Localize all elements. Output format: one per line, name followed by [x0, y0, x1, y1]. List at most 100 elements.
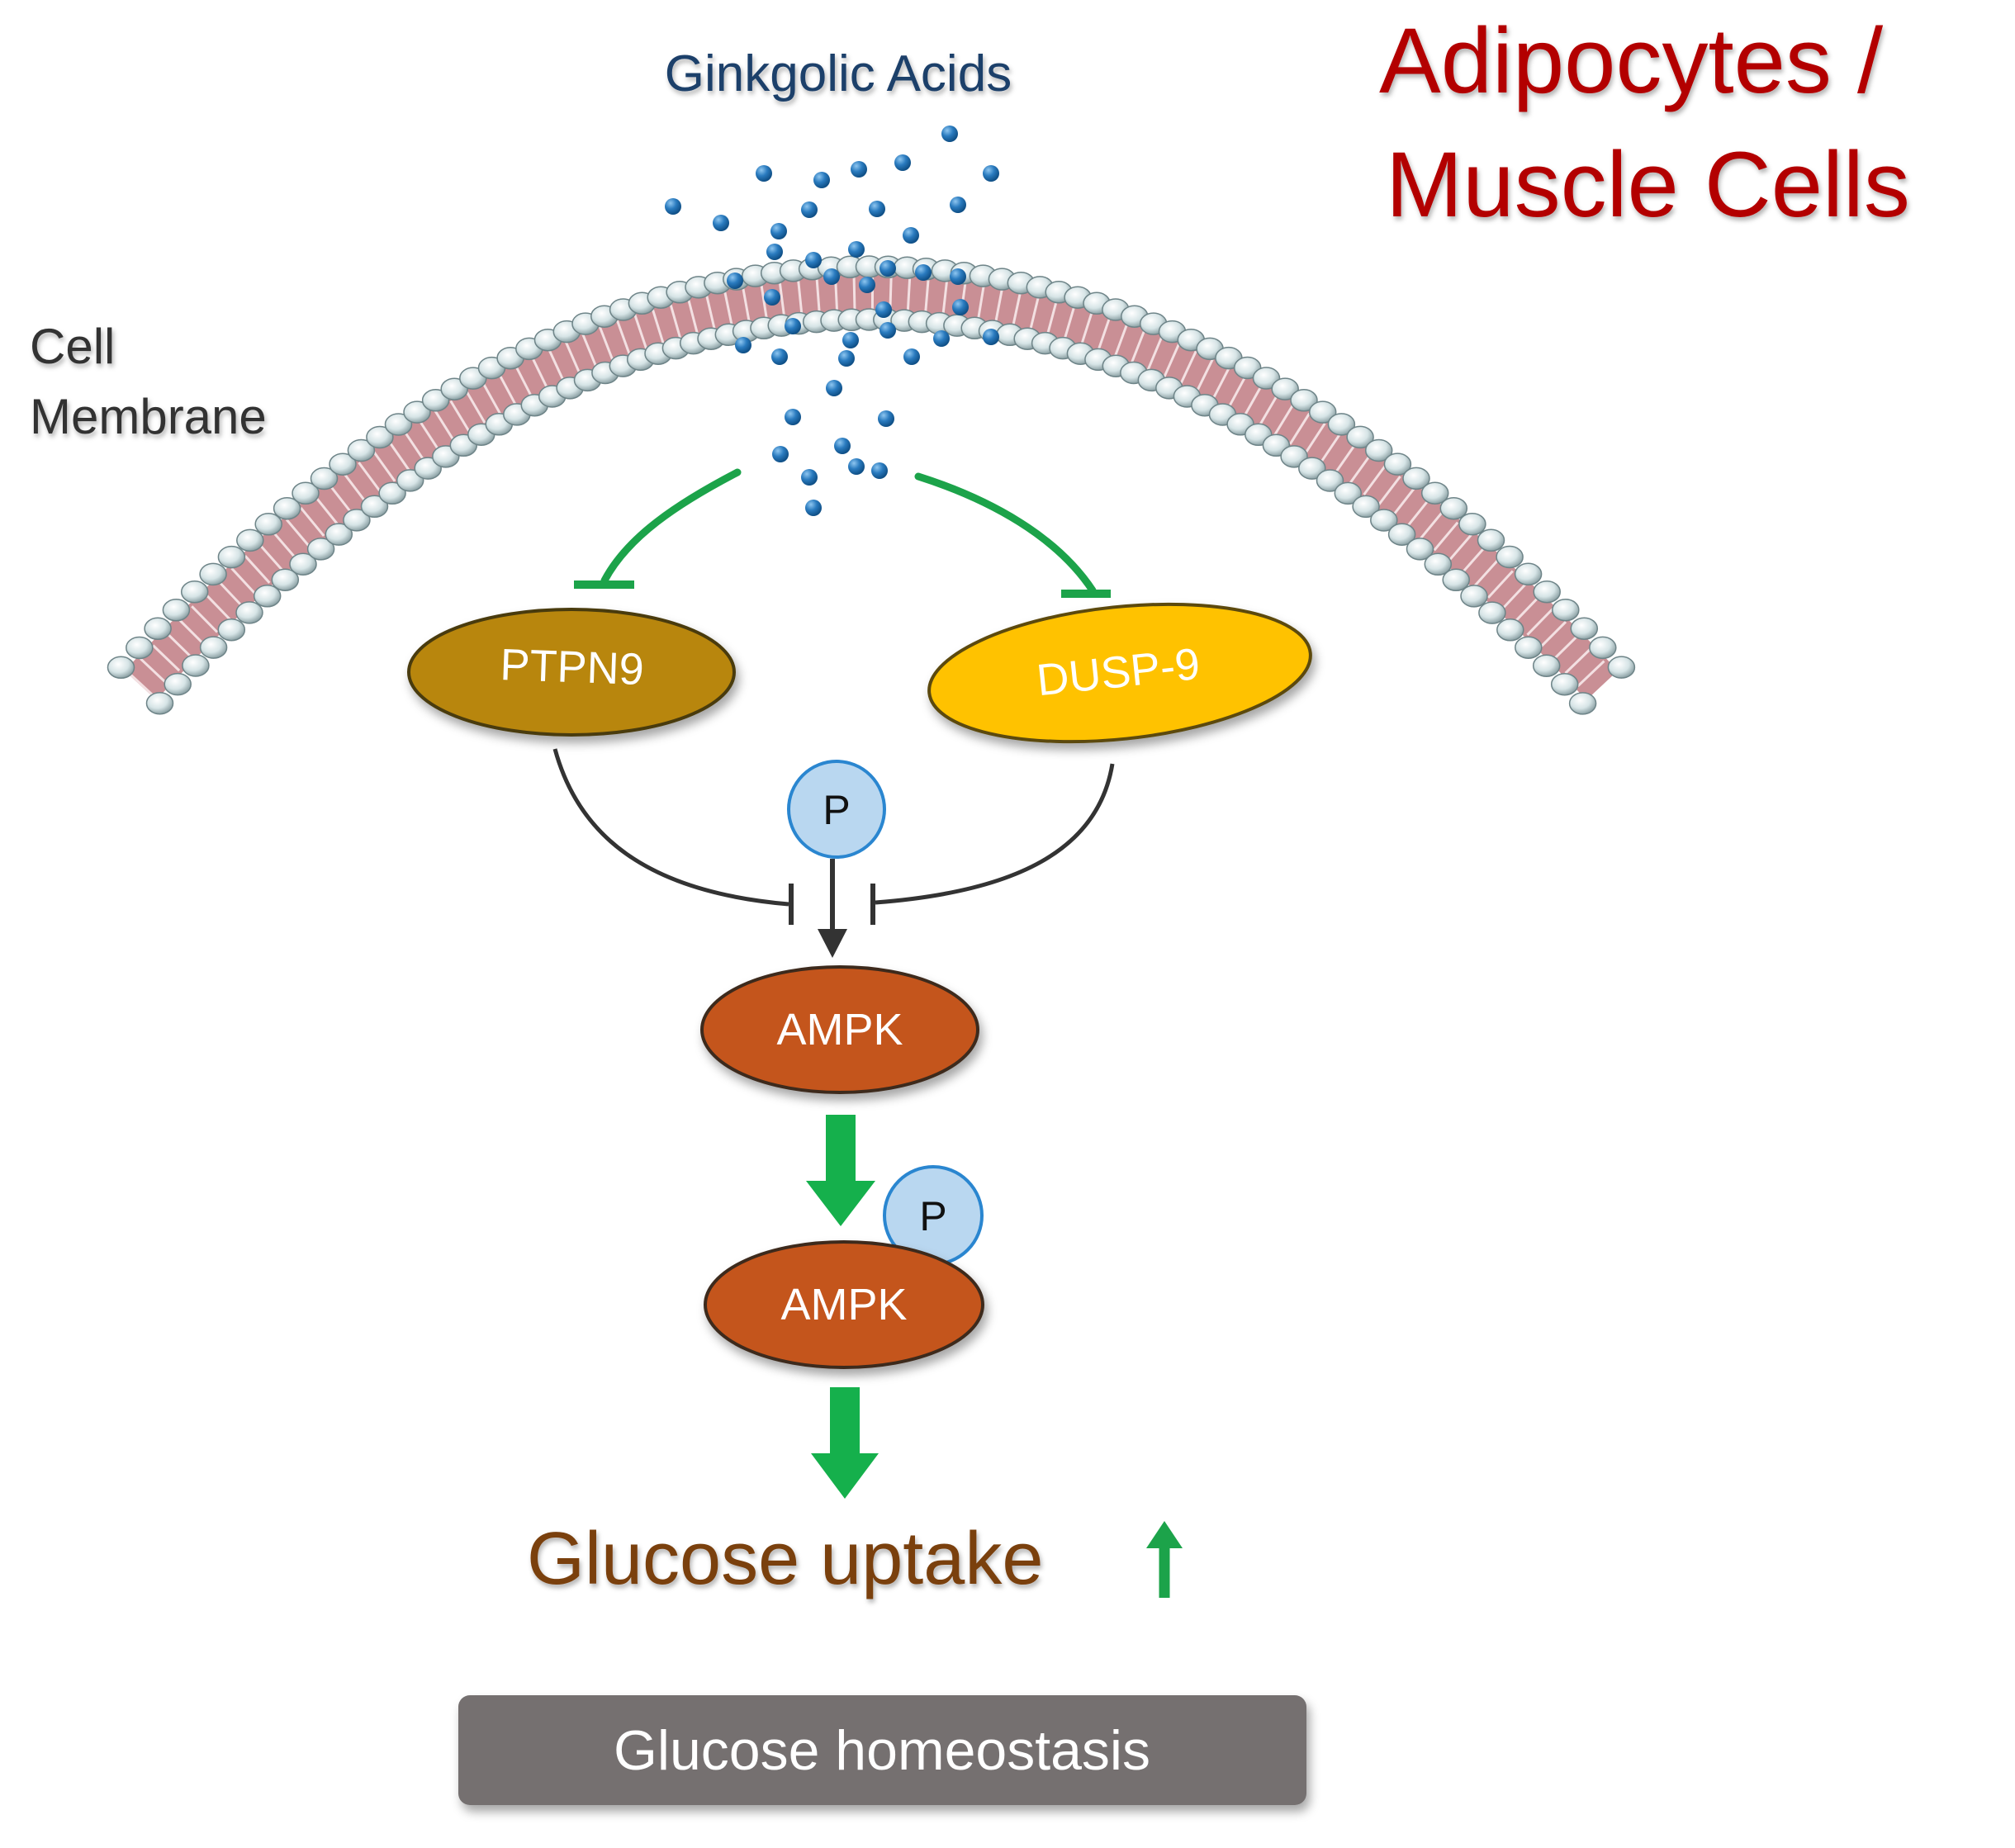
cell-membrane-label-line-1: Cell	[30, 319, 115, 374]
phospholipid-head	[1533, 580, 1561, 604]
phospholipid-head	[1370, 509, 1398, 532]
ginkgolic-acid-molecules	[665, 126, 999, 516]
phosphate-top-label: P	[823, 787, 850, 833]
phospholipid-head	[1496, 618, 1524, 642]
phospholipid-head	[1402, 467, 1430, 490]
phospholipid-head	[1327, 413, 1356, 436]
phospholipid-head	[1458, 512, 1486, 536]
phospholipid-head	[273, 496, 301, 520]
phospholipid-head	[1352, 495, 1380, 519]
phospholipid-head	[217, 545, 246, 569]
ginkgolic-acid-molecule	[770, 223, 787, 239]
phospholipid-head	[1424, 552, 1453, 576]
ptpn9-node	[407, 608, 736, 737]
ginkgolic-acid-molecule	[903, 227, 919, 244]
phospholipid-head	[235, 601, 263, 624]
ginkgolic-acid-molecule	[834, 438, 851, 454]
increase-arrow-icon	[1146, 1521, 1183, 1598]
ginkgolic-acid-molecule	[894, 154, 911, 171]
ginkgolic-acid-molecule	[915, 264, 932, 281]
ginkgolic-acid-molecule	[801, 201, 818, 218]
membrane-lipid-tails	[124, 272, 1618, 700]
phospholipid-head	[1406, 538, 1434, 561]
phospholipid-head	[1460, 585, 1488, 608]
phosphorylated-ampk-node	[704, 1240, 984, 1369]
phospholipid-head	[360, 495, 389, 519]
ginkgolic-acid-molecule	[665, 198, 681, 215]
phosphate-bottom-label: P	[919, 1193, 946, 1239]
glucose-uptake-label: Glucose uptake	[527, 1518, 1043, 1600]
ginkgolic-acid-molecule	[764, 289, 780, 306]
phospholipid-head	[1298, 457, 1326, 480]
ginkgolic-acid-molecule	[785, 409, 801, 425]
ginkgolic-acid-molecule	[771, 348, 788, 365]
ginkgolic-acid-molecule	[952, 299, 969, 315]
phospholipid-head	[1589, 636, 1617, 660]
ginkgolic-acid-molecule	[805, 500, 822, 516]
membrane-phospholipid-heads	[107, 255, 1636, 715]
phospholipid-head	[310, 467, 339, 490]
phospholipid-head	[1364, 438, 1393, 462]
phospholipid-head	[366, 425, 394, 449]
phospholipid-head	[182, 654, 210, 677]
ampk-node	[700, 965, 979, 1094]
cell-membrane-label-line-2: Membrane	[30, 389, 267, 444]
cell-type-title: Adipocytes / Muscle Cells	[1379, 9, 1910, 236]
phospholipid-head	[1442, 568, 1470, 592]
ginkgolic-acid-molecule	[823, 268, 840, 285]
phospholipid-head	[144, 617, 172, 641]
ginkgolic-acid-molecule	[871, 462, 888, 479]
phospholipid-head	[378, 481, 406, 505]
ginkgolic-acid-molecule	[848, 458, 865, 475]
activation-arrow-1	[806, 1115, 875, 1226]
ginkgolic-acid-molecule	[878, 410, 894, 427]
ginkgolic-acid-molecule	[903, 348, 920, 365]
glucose-homeostasis-box	[458, 1695, 1306, 1805]
phospholipid-head	[325, 523, 353, 546]
phospholipid-head	[199, 562, 227, 586]
ginkgolic-acid-molecule	[879, 322, 896, 339]
phospholipid-head	[421, 389, 450, 412]
ginkgolic-acid-molecule	[805, 252, 822, 268]
phosphorylation-arrow	[818, 859, 847, 958]
ginkgolic-acid-molecule	[933, 330, 950, 347]
inhibition-to-dusp9	[914, 472, 1111, 598]
phospholipid-head	[271, 568, 300, 591]
dusp9-inhibits-ampk-phosphorylation	[870, 763, 1115, 925]
phospholipid-head	[164, 672, 192, 696]
phospholipid-head	[1290, 389, 1318, 412]
phospholipid-head	[329, 453, 357, 476]
phospholipid-head	[1271, 377, 1299, 400]
ginkgolic-acid-molecule	[848, 241, 865, 258]
phospholipid-head	[217, 618, 246, 642]
phospholipid-head	[289, 552, 317, 576]
ginkgolic-acid-molecule	[983, 329, 999, 345]
ginkgolic-acid-molecule	[851, 161, 867, 178]
phospholipid-head	[1478, 601, 1506, 624]
title-line-1: Adipocytes /	[1379, 9, 1884, 112]
cell-membrane	[107, 255, 1636, 715]
ginkgolic-acid-molecule	[713, 215, 729, 231]
ginkgolic-acid-molecule	[838, 350, 855, 367]
phospholipid-head	[254, 513, 282, 536]
ginkgolic-acid-molecule	[813, 172, 830, 188]
title-line-2: Muscle Cells	[1386, 133, 1910, 236]
ptpn9-label: PTPN9	[500, 640, 645, 694]
dusp9-node	[927, 602, 1312, 744]
phospholipid-head	[396, 469, 424, 492]
phospholipid-head	[253, 585, 282, 608]
phospholipid-head	[1439, 496, 1468, 520]
phospholipid-head	[1496, 545, 1524, 569]
ginkgolic-acid-molecule	[842, 332, 859, 348]
phospholipid-head	[1316, 469, 1344, 492]
phospholipid-head	[180, 580, 209, 604]
phospholipid-head	[1383, 453, 1412, 476]
phospholipid-head	[1552, 598, 1580, 622]
phospholipid-head	[384, 413, 413, 436]
phospholipid-head	[1477, 528, 1505, 552]
phospholipid-head	[162, 599, 191, 622]
ginkgolic-acid-molecule	[801, 469, 818, 486]
phospholipid-head	[1514, 562, 1543, 586]
